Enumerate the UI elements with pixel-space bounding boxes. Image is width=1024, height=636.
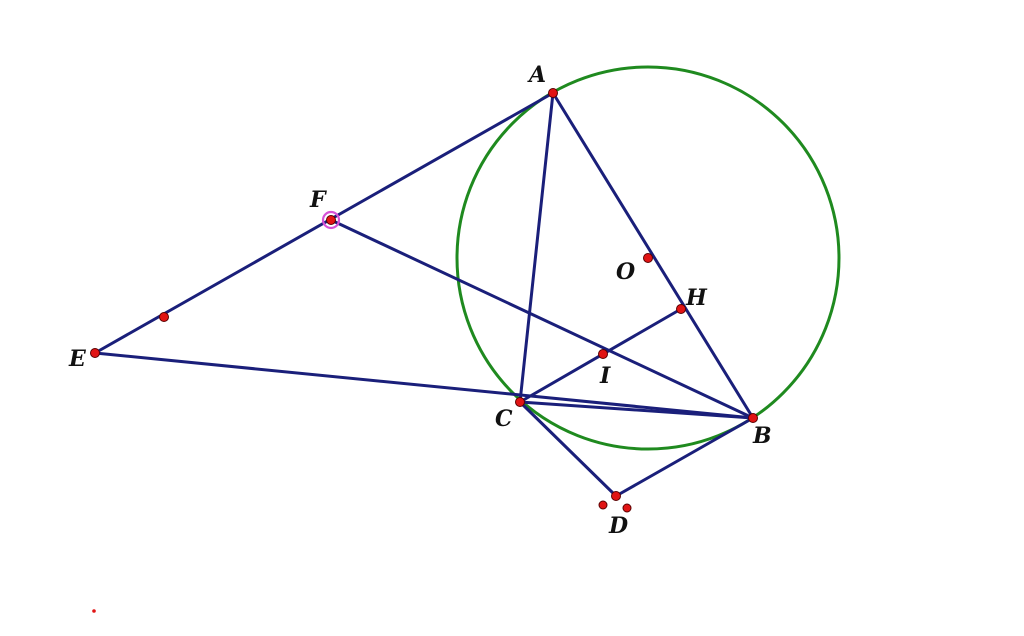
- point-c[interactable]: [515, 397, 525, 407]
- circle-o[interactable]: [455, 65, 841, 451]
- selection-ring-f: [321, 210, 341, 230]
- point-b[interactable]: [748, 413, 758, 423]
- point-d-handle-left[interactable]: [598, 500, 608, 510]
- segment-eb[interactable]: [93, 351, 755, 420]
- segment-db[interactable]: [614, 416, 755, 498]
- label-a: A: [527, 62, 546, 88]
- point-f[interactable]: [326, 215, 336, 225]
- point-e[interactable]: [90, 348, 100, 358]
- stray-point: [92, 609, 96, 613]
- point-i[interactable]: [598, 349, 608, 359]
- label-o: O: [616, 259, 635, 285]
- point-d-handle-right[interactable]: [622, 503, 632, 513]
- label-i: I: [599, 363, 611, 389]
- point-h[interactable]: [676, 304, 686, 314]
- segment-cd[interactable]: [518, 400, 618, 498]
- label-c: C: [495, 406, 513, 432]
- point-o[interactable]: [643, 253, 653, 263]
- label-e: E: [68, 346, 87, 372]
- point-a[interactable]: [548, 88, 558, 98]
- point-d[interactable]: [611, 491, 621, 501]
- segment-fb[interactable]: [329, 218, 755, 420]
- segment-ab[interactable]: [551, 91, 755, 420]
- midpoint-ef[interactable]: [159, 312, 169, 322]
- label-b: B: [752, 423, 772, 449]
- label-h: H: [685, 285, 708, 311]
- label-d: D: [608, 513, 628, 539]
- segment-ac[interactable]: [518, 91, 555, 404]
- label-f: F: [309, 187, 327, 213]
- segment-cb[interactable]: [518, 400, 755, 420]
